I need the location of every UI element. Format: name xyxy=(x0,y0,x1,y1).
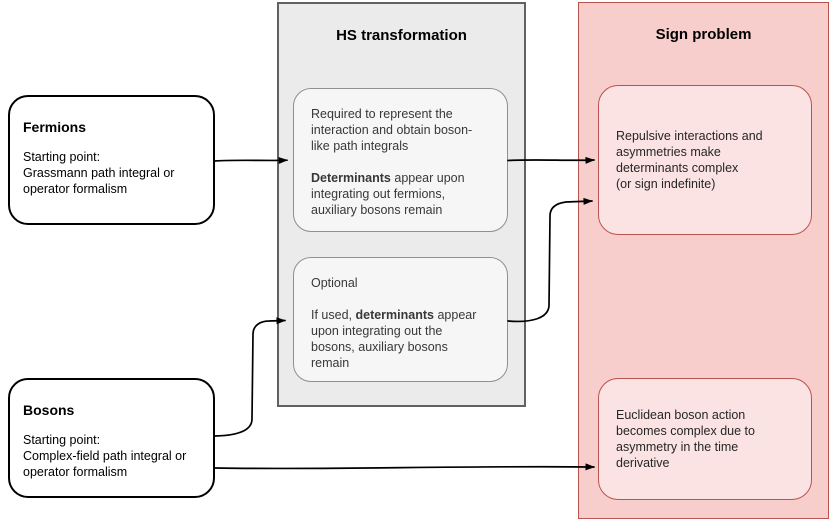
hs-boson-note-para1: Optional xyxy=(311,276,358,290)
bosons-node-title: Bosons xyxy=(23,402,75,418)
hs-boson-note-rest: appear upon integrating out the bosons, … xyxy=(311,308,477,370)
hs-boson-note-bold: determinants xyxy=(355,308,434,322)
arrow-bosons-to-sign xyxy=(214,463,595,471)
hs-boson-note: Optional If used, determinants appear up… xyxy=(293,257,508,382)
sign-boson-note-body: Euclidean boson action becomes complex d… xyxy=(616,408,755,470)
hs-fermion-note-para2: Determinants appear upon integrating out… xyxy=(311,170,497,218)
bosons-node-body: Starting point: Complex-field path integ… xyxy=(23,433,187,479)
hs-fermion-note-para1: Required to represent the interaction an… xyxy=(311,107,473,153)
hs-fermion-note-bold: Determinants xyxy=(311,171,391,185)
hs-fermion-note-rest: appear upon integrating out fermions, au… xyxy=(311,171,465,217)
hs-boson-note-pre: If used, xyxy=(311,308,356,322)
fermions-node-title: Fermions xyxy=(23,119,87,135)
sign-fermion-note: Repulsive interactions and asymmetries m… xyxy=(598,85,812,235)
sign-boson-note: Euclidean boson action becomes complex d… xyxy=(598,378,812,500)
bosons-node: Bosons Starting point: Complex-field pat… xyxy=(8,378,215,498)
sign-problem-title: Sign problem xyxy=(655,26,752,43)
arrow-bosons-to-hs xyxy=(214,317,286,437)
hs-boson-note-para2: If used, determinants appear upon integr… xyxy=(311,307,497,371)
hs-transformation-title: HS transformation xyxy=(336,27,467,44)
sign-fermion-note-body: Repulsive interactions and asymmetries m… xyxy=(616,129,763,191)
fermions-node-body: Starting point: Grassmann path integral … xyxy=(23,150,175,196)
hs-fermion-note: Required to represent the interaction an… xyxy=(293,88,508,232)
fermions-node: Fermions Starting point: Grassmann path … xyxy=(8,95,215,225)
